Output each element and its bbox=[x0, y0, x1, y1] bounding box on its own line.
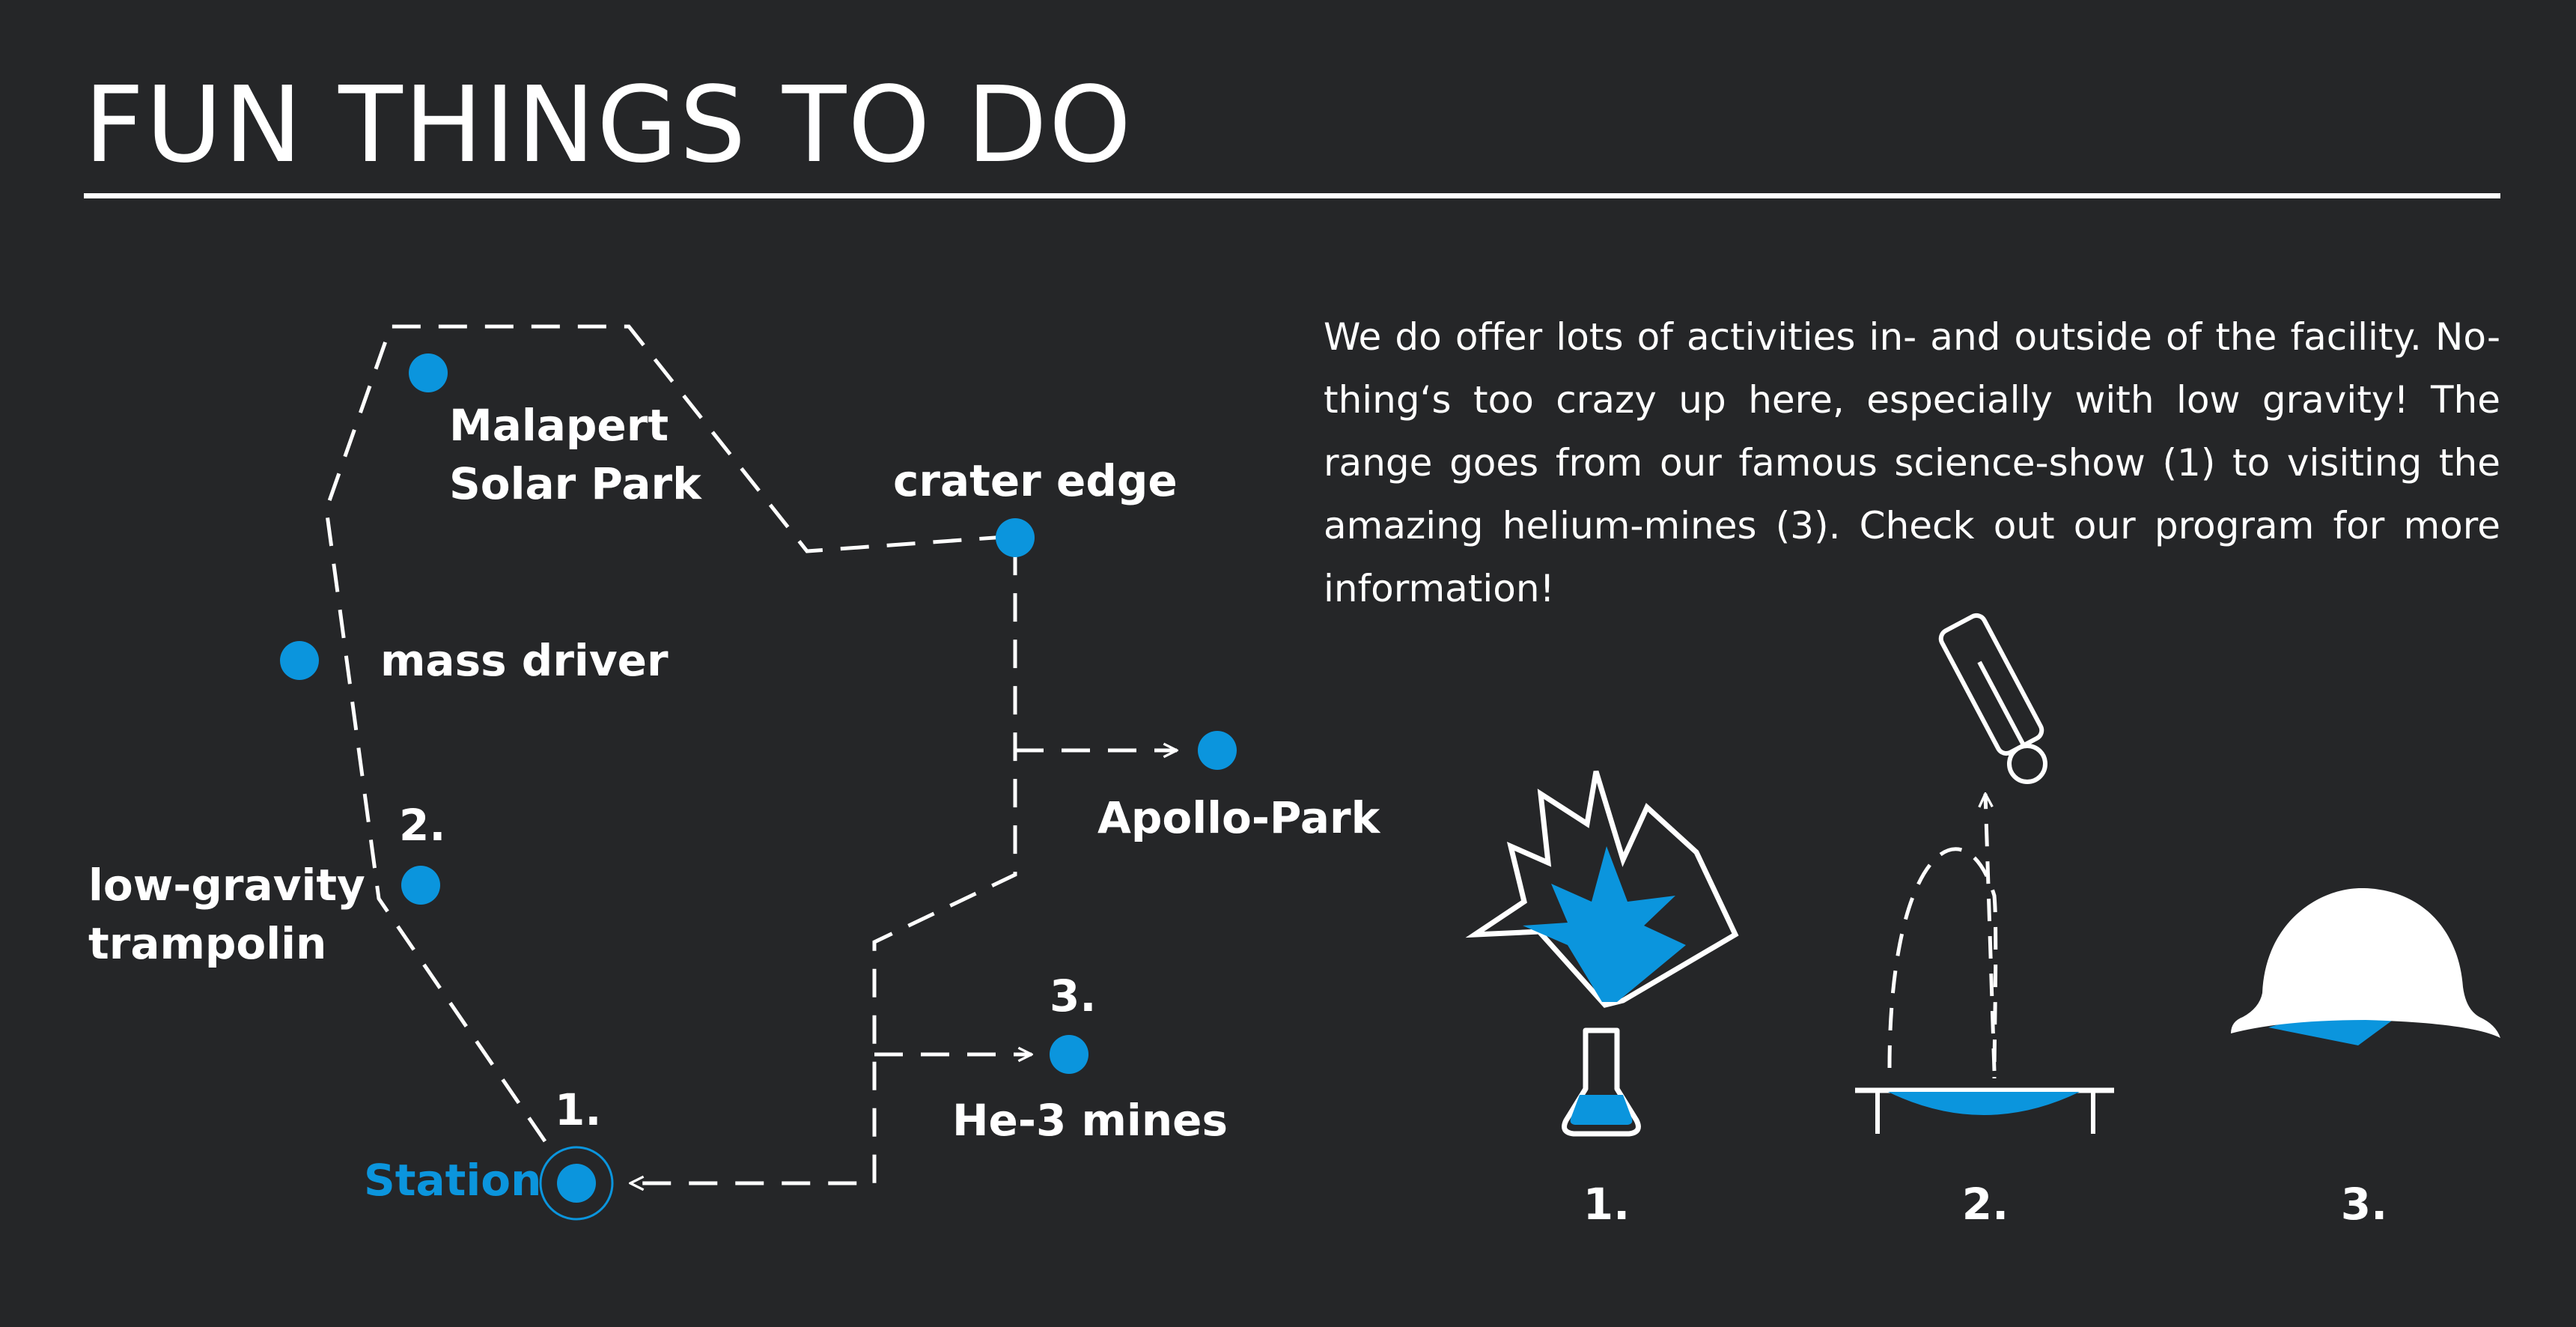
chemistry-explosion-icon bbox=[1465, 770, 1739, 1137]
activity-2-label: 2. bbox=[1962, 1179, 2009, 1230]
mines-number: 3. bbox=[1050, 971, 1096, 1021]
solar-park-label: Solar Park bbox=[449, 458, 702, 509]
crater-edge-label: crater edge bbox=[893, 455, 1178, 506]
station-marker bbox=[557, 1164, 596, 1203]
station-marker-ring bbox=[539, 1146, 614, 1221]
route-west-loop bbox=[324, 324, 1017, 1183]
mass-driver-marker bbox=[280, 641, 319, 680]
route-paths bbox=[324, 324, 1177, 1183]
page-title: FUN THINGS TO DO bbox=[84, 64, 1133, 186]
trampoline-jump-icon bbox=[1855, 613, 2114, 1134]
apollo-park-marker bbox=[1198, 731, 1237, 770]
location-markers bbox=[280, 353, 1237, 1203]
malapert-marker bbox=[409, 353, 448, 392]
station-label: Station bbox=[364, 1155, 541, 1206]
trampolin-label-line2: trampolin bbox=[88, 918, 326, 969]
trampolin-number: 2. bbox=[399, 800, 445, 851]
mines-label: He-3 mines bbox=[952, 1095, 1228, 1146]
activity-1-label: 1. bbox=[1583, 1179, 1630, 1230]
mass-driver-label: mass driver bbox=[380, 635, 669, 686]
hard-hat-icon bbox=[2231, 887, 2500, 1045]
station-number: 1. bbox=[555, 1084, 601, 1135]
activity-3-label: 3. bbox=[2341, 1179, 2387, 1230]
mines-marker bbox=[1050, 1035, 1088, 1074]
crater-edge-marker bbox=[996, 518, 1035, 557]
description-text: We do offer lots of activities in- and o… bbox=[1324, 315, 2500, 610]
title-divider bbox=[84, 193, 2500, 198]
trampolin-label-line1: low-gravity bbox=[88, 860, 365, 911]
apollo-park-label: Apollo-Park bbox=[1097, 792, 1381, 843]
trampolin-marker bbox=[401, 866, 440, 905]
malapert-label: Malapert bbox=[449, 400, 669, 451]
